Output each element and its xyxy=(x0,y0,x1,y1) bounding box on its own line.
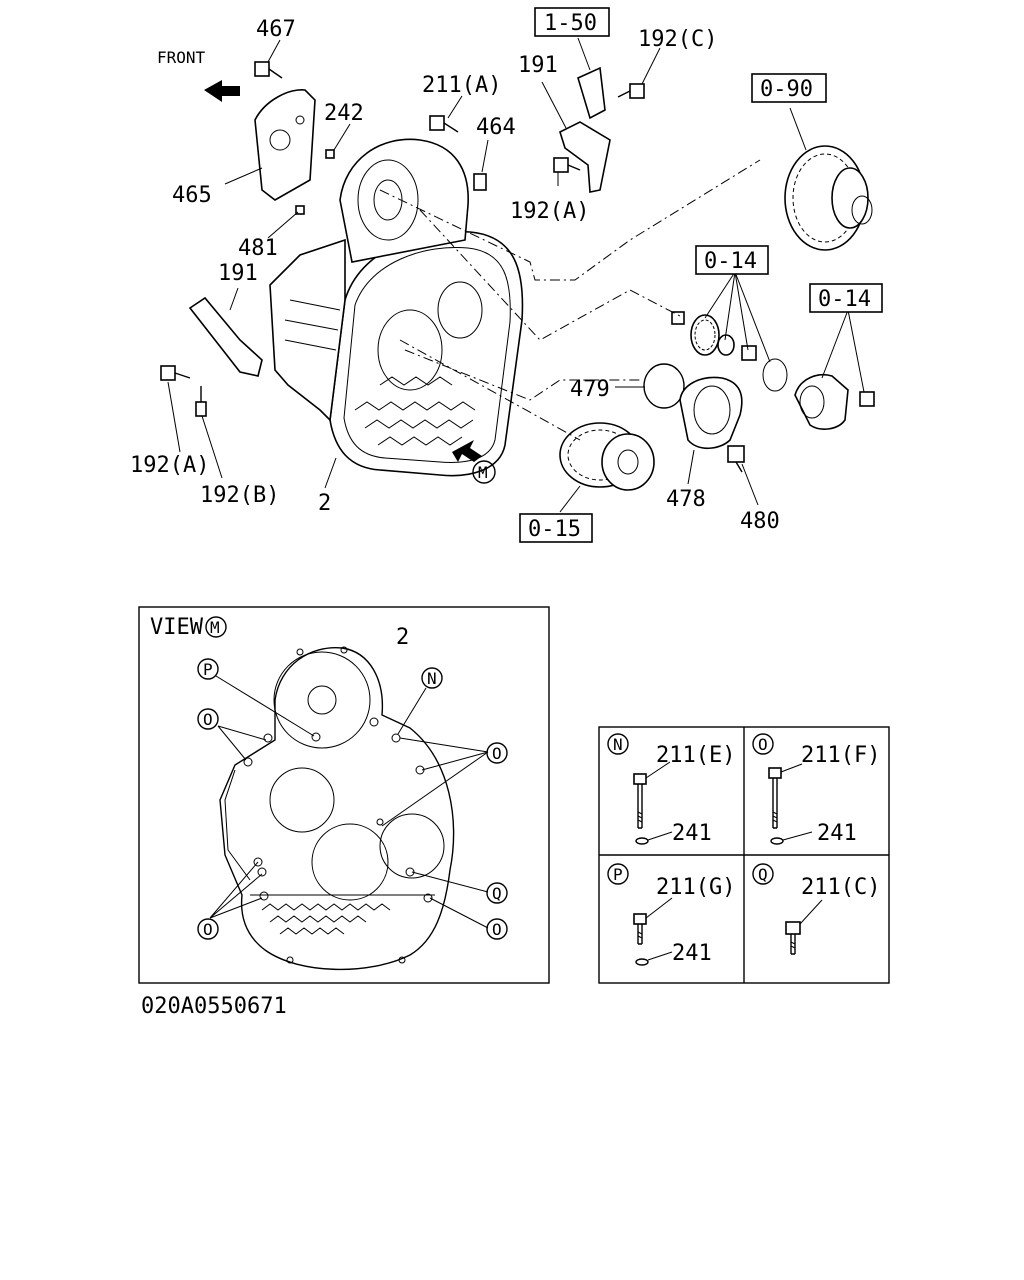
view-marker-circle xyxy=(472,460,496,484)
svg-text:P: P xyxy=(203,660,213,679)
label-192c: 192(C) xyxy=(638,27,717,52)
view-m-frame xyxy=(138,606,550,984)
ref-box-0-14-a xyxy=(695,245,769,275)
view-leaders xyxy=(209,675,489,929)
label-0-90: 0-90 xyxy=(760,77,813,102)
label-479: 479 xyxy=(570,377,610,402)
ref-box-0-14-b xyxy=(809,283,883,313)
svg-text:Q: Q xyxy=(492,884,502,903)
svg-text:O: O xyxy=(203,710,213,729)
svg-text:211(C): 211(C) xyxy=(801,875,880,900)
ref-box-0-15 xyxy=(519,513,593,543)
svg-text:241: 241 xyxy=(672,821,712,846)
view-callouts: P N O O O Q O xyxy=(197,658,508,940)
view-housing xyxy=(219,647,455,971)
bracket-191-left xyxy=(188,296,263,377)
view-arrow xyxy=(452,440,482,462)
label-465: 465 xyxy=(172,183,212,208)
idler-gear-0-90 xyxy=(784,145,873,251)
view-m-panel: VIEW M 2 xyxy=(138,606,550,984)
label-464: 464 xyxy=(476,115,516,140)
label-211a: 211(A) xyxy=(422,73,501,98)
label-478: 478 xyxy=(666,487,706,512)
label-2: 2 xyxy=(318,491,331,516)
detail-cell-q: Q 211(C) xyxy=(752,863,880,955)
o-ring-479 xyxy=(643,363,685,409)
figure-id: 020A0550671 xyxy=(141,994,287,1019)
svg-text:Q: Q xyxy=(758,865,768,884)
label-192a-top: 192(A) xyxy=(510,199,589,224)
front-arrow xyxy=(204,80,240,102)
svg-text:241: 241 xyxy=(672,941,712,966)
svg-text:211(G): 211(G) xyxy=(656,875,735,900)
view-part-2: 2 xyxy=(396,625,409,650)
retainer-478 xyxy=(679,376,743,450)
leader-lines xyxy=(167,37,865,513)
label-view-marker: M xyxy=(478,463,488,482)
view-title-marker: M xyxy=(210,618,220,637)
label-480: 480 xyxy=(740,509,780,534)
svg-text:N: N xyxy=(613,735,623,754)
label-467: 467 xyxy=(256,17,296,42)
label-191-top: 191 xyxy=(518,53,558,78)
svg-text:N: N xyxy=(427,669,437,688)
label-1-50: 1-50 xyxy=(544,11,597,36)
detail-cell-o: O 211(F) 241 xyxy=(752,733,880,846)
label-242: 242 xyxy=(324,101,364,126)
detail-cell-p: P 211(G) 241 xyxy=(607,863,735,966)
svg-text:211(E): 211(E) xyxy=(656,743,735,768)
view-title: VIEW xyxy=(150,615,204,640)
label-481: 481 xyxy=(238,236,278,261)
ref-box-1-50 xyxy=(534,7,610,37)
label-0-14-b: 0-14 xyxy=(818,287,871,312)
cover-0-14 xyxy=(794,374,849,430)
view-bolt-holes xyxy=(243,646,433,964)
view-honeycomb xyxy=(261,903,391,935)
cover-plate-465 xyxy=(254,89,316,201)
detail-cell-n: N 211(E) 241 xyxy=(607,733,735,846)
svg-text:O: O xyxy=(492,744,502,763)
flywheel-housing xyxy=(329,230,524,477)
bolts xyxy=(160,61,875,473)
small-gear-0-14 xyxy=(690,314,788,392)
svg-text:241: 241 xyxy=(817,821,857,846)
label-192a-left: 192(A) xyxy=(130,453,209,478)
svg-text:O: O xyxy=(203,920,213,939)
exploded-view: 467 FRONT 1-50 192(C) 191 211(A) 242 464… xyxy=(130,7,883,543)
svg-text:O: O xyxy=(758,735,768,754)
ref-box-0-90 xyxy=(751,73,827,103)
drive-gear-0-15 xyxy=(559,422,655,491)
label-192b: 192(B) xyxy=(200,483,279,508)
honeycomb-ribs xyxy=(354,376,476,446)
svg-text:211(F): 211(F) xyxy=(801,743,880,768)
svg-text:O: O xyxy=(492,920,502,939)
label-front: FRONT xyxy=(157,48,206,67)
bracket-191-top xyxy=(559,121,611,193)
svg-text:P: P xyxy=(613,865,623,884)
detail-table: N 211(E) 241 O 211(F) 241 P 21 xyxy=(598,726,890,984)
label-0-14-a: 0-14 xyxy=(704,249,757,274)
label-191-left: 191 xyxy=(218,261,258,286)
label-0-15: 0-15 xyxy=(528,517,581,542)
